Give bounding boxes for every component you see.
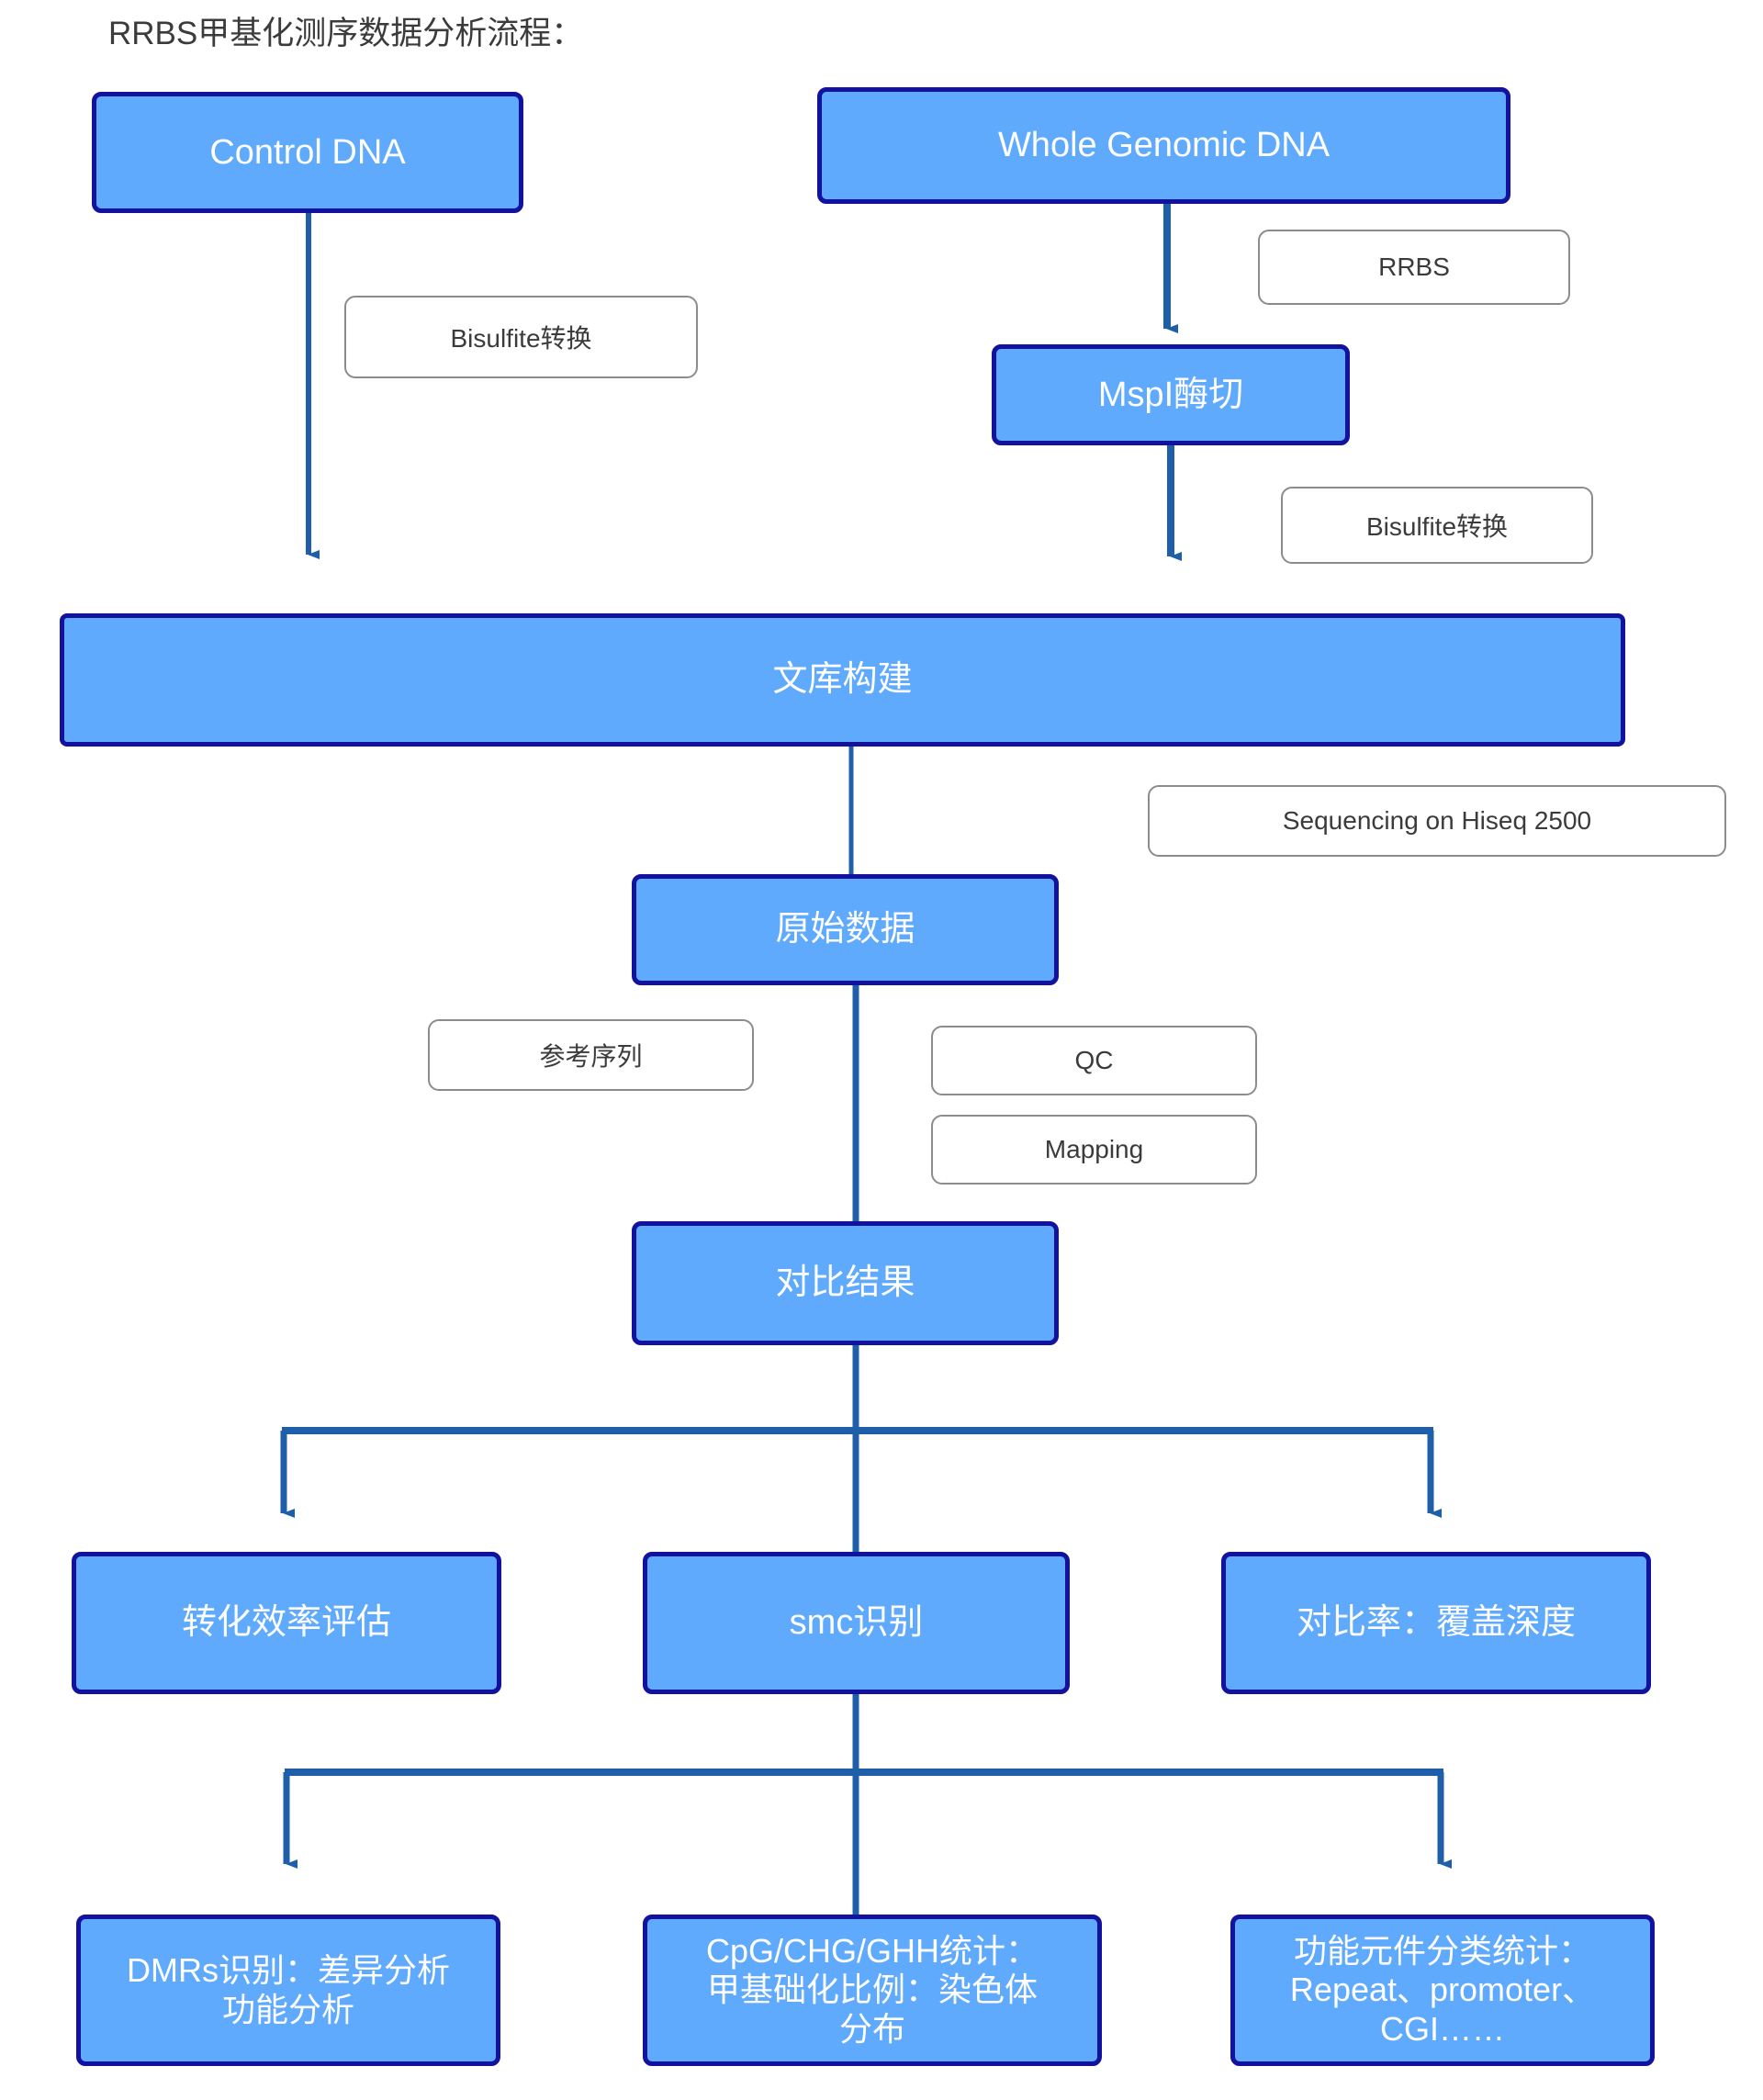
node-context-statistics[interactable]: CpG/CHG/GHH统计： 甲基础化比例：染色体 分布 bbox=[643, 1915, 1102, 2066]
node-library-construction[interactable]: 文库构建 bbox=[60, 613, 1625, 747]
node-conversion-efficiency[interactable]: 转化效率评估 bbox=[72, 1552, 501, 1694]
edge-label-sequencing: Sequencing on Hiseq 2500 bbox=[1148, 785, 1726, 857]
node-conversion-efficiency-label: 转化效率评估 bbox=[181, 1603, 391, 1643]
node-alignment-result[interactable]: 对比结果 bbox=[632, 1221, 1059, 1345]
node-functional-elements[interactable]: 功能元件分类统计： Repeat、promoter、 CGI…… bbox=[1230, 1915, 1655, 2066]
node-context-line-1: CpG/CHG/GHH统计： bbox=[705, 1931, 1039, 1970]
node-smc-identification-label: smc识别 bbox=[789, 1603, 924, 1643]
node-control-dna[interactable]: Control DNA bbox=[92, 92, 523, 213]
node-functional-line-3: CGI…… bbox=[1379, 2009, 1505, 2048]
node-mspi-digestion[interactable]: MspI酶切 bbox=[992, 344, 1350, 445]
node-dmrs-line-2: 功能分析 bbox=[221, 1990, 354, 2028]
node-mspi-digestion-label: MspI酶切 bbox=[1097, 375, 1244, 414]
node-context-line-3: 分布 bbox=[838, 2009, 905, 2048]
edge-label-reference: 参考序列 bbox=[428, 1019, 754, 1091]
edge-label-bisulfite-right: Bisulfite转换 bbox=[1281, 487, 1593, 564]
edge-label-qc: QC bbox=[931, 1026, 1257, 1095]
node-whole-genomic-dna-label: Whole Genomic DNA bbox=[997, 126, 1331, 165]
edge-smc-split bbox=[283, 1694, 1452, 1928]
edge-label-mapping-text: Mapping bbox=[1044, 1135, 1144, 1163]
node-dmrs-line-1: DMRs识别：差异分析 bbox=[127, 1951, 450, 1990]
edge-label-rrbs: RRBS bbox=[1258, 230, 1570, 305]
edge-label-bisulfite-right-text: Bisulfite转换 bbox=[1365, 512, 1509, 541]
node-context-line-2: 甲基础化比例：染色体 bbox=[706, 1971, 1038, 2009]
page-title: RRBS甲基化测序数据分析流程： bbox=[108, 16, 584, 51]
edge-label-qc-text: QC bbox=[1074, 1046, 1114, 1074]
edge-label-rrbs-text: RRBS bbox=[1378, 253, 1450, 281]
node-alignment-result-label: 对比结果 bbox=[775, 1263, 915, 1303]
node-control-dna-label: Control DNA bbox=[209, 132, 406, 172]
node-smc-identification[interactable]: smc识别 bbox=[643, 1552, 1070, 1694]
node-raw-data[interactable]: 原始数据 bbox=[632, 874, 1059, 985]
node-raw-data-label: 原始数据 bbox=[775, 910, 915, 949]
node-dmrs-identification[interactable]: DMRs识别：差异分析 功能分析 bbox=[76, 1915, 500, 2066]
edge-label-bisulfite-left-text: Bisulfite转换 bbox=[450, 324, 592, 353]
node-functional-line-2: Repeat、promoter、 bbox=[1289, 1971, 1596, 2009]
edge-label-reference-text: 参考序列 bbox=[539, 1042, 643, 1071]
node-mapping-rate-depth-label: 对比率：覆盖深度 bbox=[1296, 1603, 1576, 1643]
node-whole-genomic-dna[interactable]: Whole Genomic DNA bbox=[817, 87, 1510, 204]
node-library-construction-label: 文库构建 bbox=[772, 660, 913, 700]
node-mapping-rate-depth[interactable]: 对比率：覆盖深度 bbox=[1221, 1552, 1651, 1694]
edge-label-sequencing-text: Sequencing on Hiseq 2500 bbox=[1282, 806, 1592, 835]
edge-label-mapping: Mapping bbox=[931, 1115, 1257, 1185]
edge-label-bisulfite-left: Bisulfite转换 bbox=[344, 296, 698, 378]
node-functional-line-1: 功能元件分类统计： bbox=[1293, 1931, 1591, 1970]
